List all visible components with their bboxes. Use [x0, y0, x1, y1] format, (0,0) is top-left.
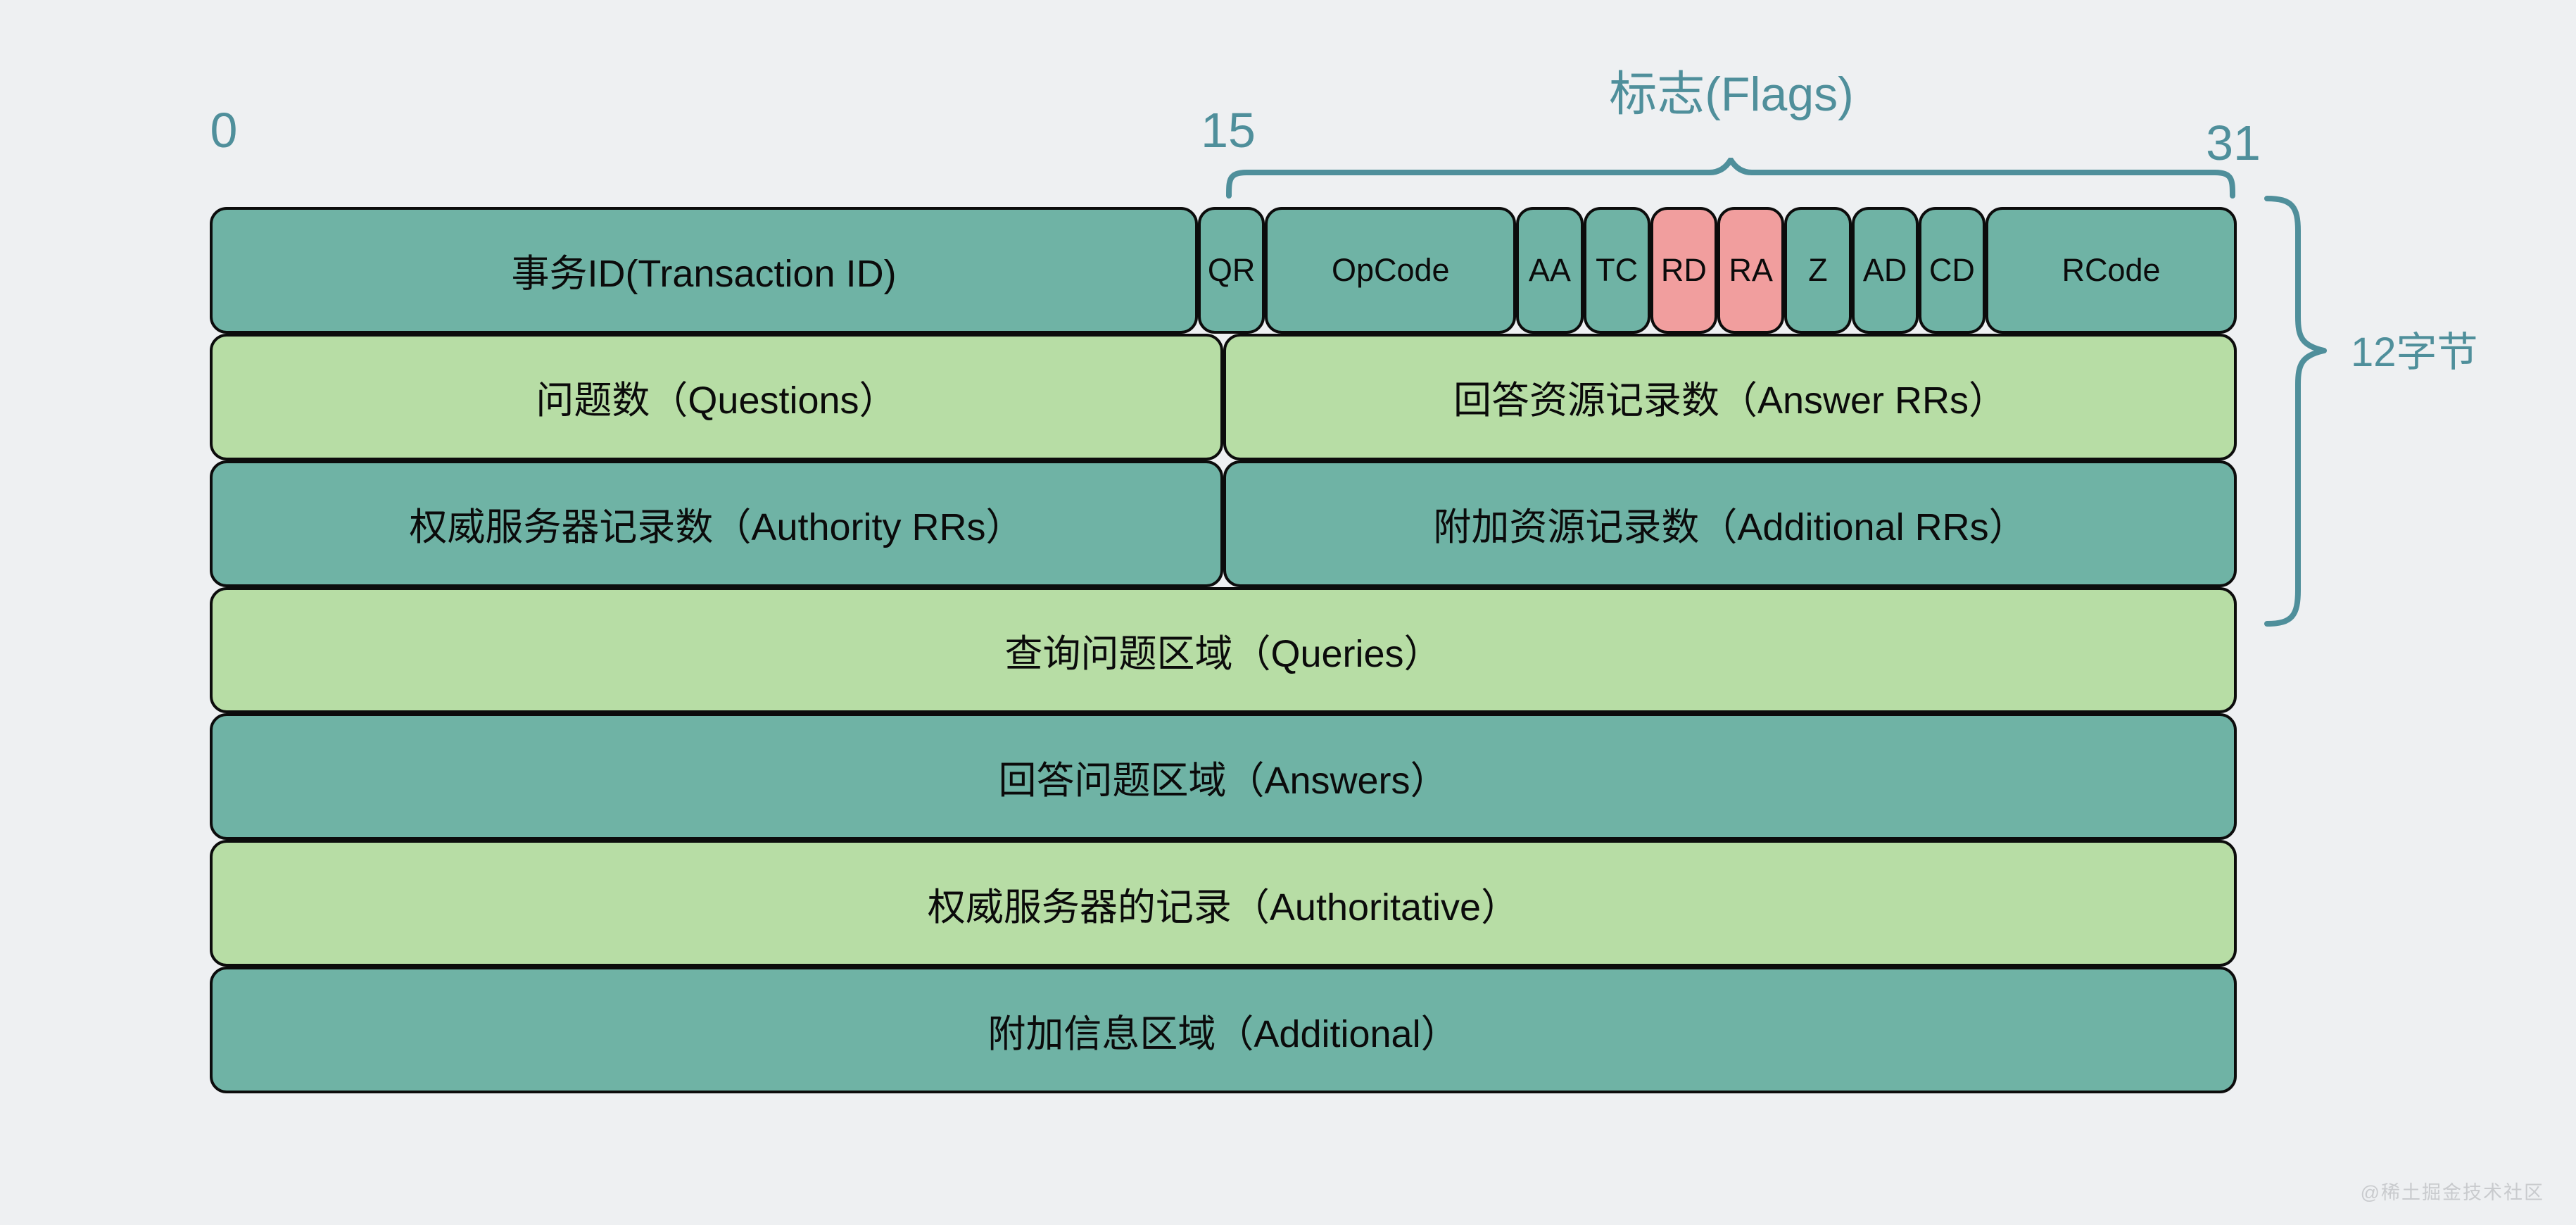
authority-rrs-cell: 权威服务器记录数（Authority RRs） — [210, 460, 1223, 587]
header-row-1: 事务ID(Transaction ID) QR OpCode AA TC RD … — [210, 207, 2237, 334]
flag-cell-tc: TC — [1583, 207, 1650, 334]
answer-rrs-cell: 回答资源记录数（Answer RRs） — [1223, 333, 2237, 460]
section-row-authoritative: 权威服务器的记录（Authoritative） — [210, 840, 2237, 967]
flag-cell-rcode: RCode — [1985, 207, 2237, 334]
watermark: @稀土掘金技术社区 — [2360, 1182, 2544, 1203]
flags-caption: 标志(Flags) — [1609, 68, 1854, 121]
flag-cell-rd: RD — [1650, 207, 1717, 334]
flag-cell-z: Z — [1784, 207, 1852, 334]
flag-cell-aa: AA — [1516, 207, 1584, 334]
additional-rrs-cell: 附加资源记录数（Additional RRs） — [1223, 460, 2237, 587]
bit-15-label: 15 — [1201, 103, 1256, 158]
flag-cell-qr: QR — [1198, 207, 1265, 334]
flag-cell-ra: RA — [1717, 207, 1785, 334]
queries-section-cell: 查询问题区域（Queries） — [210, 586, 2237, 714]
answers-section-cell: 回答问题区域（Answers） — [210, 713, 2237, 841]
transaction-id-cell: 事务ID(Transaction ID) — [210, 207, 1198, 334]
header-row-2: 问题数（Questions） 回答资源记录数（Answer RRs） — [210, 333, 2237, 460]
header-size-brace-icon — [2264, 196, 2327, 627]
flag-cell-ad: AD — [1851, 207, 1919, 334]
dns-packet-table: 事务ID(Transaction ID) QR OpCode AA TC RD … — [210, 207, 2237, 1094]
flags-brace-icon — [1226, 158, 2235, 199]
flag-cell-cd: CD — [1918, 207, 1985, 334]
questions-cell: 问题数（Questions） — [210, 333, 1223, 460]
size-caption: 12字节 — [2351, 329, 2478, 375]
additional-section-cell: 附加信息区域（Additional） — [210, 967, 2237, 1094]
bit-31-label: 31 — [2206, 115, 2261, 170]
authoritative-section-cell: 权威服务器的记录（Authoritative） — [210, 840, 2237, 967]
flag-cell-opcode: OpCode — [1265, 207, 1517, 334]
section-row-additional: 附加信息区域（Additional） — [210, 967, 2237, 1094]
section-row-answers: 回答问题区域（Answers） — [210, 713, 2237, 841]
section-row-queries: 查询问题区域（Queries） — [210, 586, 2237, 714]
header-row-3: 权威服务器记录数（Authority RRs） 附加资源记录数（Addition… — [210, 460, 2237, 587]
bit-0-label: 0 — [210, 103, 238, 158]
